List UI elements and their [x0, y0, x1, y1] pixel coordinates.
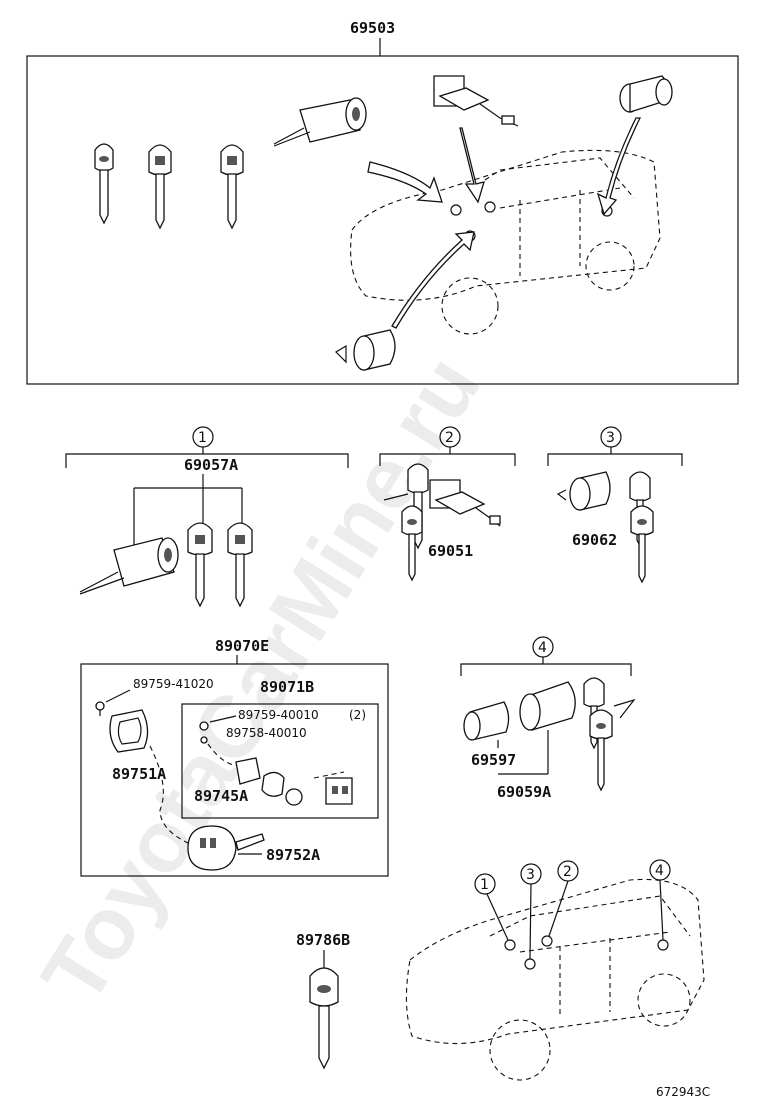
- transmitter-kit-box: [80, 663, 389, 877]
- key-icon: [227, 522, 253, 608]
- callout-2-label: 2: [445, 430, 454, 446]
- arrow-icon: [367, 161, 443, 203]
- label-qty-2: (2): [349, 708, 366, 722]
- callout-3-label: 3: [606, 430, 615, 446]
- case-set-box: [181, 703, 379, 819]
- diagram-code: 672943C: [656, 1085, 710, 1099]
- key-module-icon: [313, 771, 353, 805]
- back-door-cylinder-icon: [619, 75, 673, 113]
- key-icon: [94, 143, 114, 225]
- label-69503[interactable]: 69503: [350, 19, 395, 37]
- vehicle-location-illustration: [405, 878, 705, 1081]
- arrow-icon: [459, 127, 485, 204]
- battery-icon: [285, 788, 303, 806]
- label-69059A[interactable]: 69059A: [497, 783, 551, 801]
- location-callout-3-label: 3: [526, 867, 535, 883]
- label-69057A[interactable]: 69057A: [184, 456, 238, 474]
- label-69062[interactable]: 69062: [572, 531, 617, 549]
- arrow-icon: [391, 231, 475, 329]
- screw-icon: [199, 721, 209, 744]
- label-89759-40010[interactable]: 89759-40010: [238, 708, 319, 722]
- assembly-box: [26, 55, 739, 385]
- key-icon: [401, 505, 423, 582]
- door-cylinder-icon: [556, 471, 611, 511]
- key-icon: [630, 505, 654, 584]
- location-callout-1-label: 1: [480, 877, 489, 893]
- label-89752A[interactable]: 89752A: [266, 846, 320, 864]
- screw-icon: [95, 701, 105, 716]
- location-callout-4-label: 4: [655, 863, 664, 879]
- label-89070E[interactable]: 89070E: [215, 637, 269, 655]
- location-callout-1[interactable]: [474, 873, 496, 895]
- door-lock-icon: [433, 75, 519, 127]
- circuit-board-icon: [235, 757, 261, 785]
- label-89759-41020[interactable]: 89759-41020: [133, 677, 214, 691]
- label-89071B[interactable]: 89071B: [260, 678, 314, 696]
- back-door-cylinder-icon: [463, 681, 576, 741]
- key-icon: [148, 144, 172, 230]
- ignition-cylinder-icon: [273, 97, 367, 147]
- arrow-icon: [596, 117, 642, 216]
- label-89745A[interactable]: 89745A: [194, 787, 248, 805]
- key-icon: [220, 144, 244, 230]
- key-icon: [309, 967, 339, 1070]
- key-icon: [187, 522, 213, 608]
- label-69597[interactable]: 69597: [471, 751, 516, 769]
- glove-box-cylinder-icon: [335, 329, 396, 371]
- label-89758-40010[interactable]: 89758-40010: [226, 726, 307, 740]
- label-69051[interactable]: 69051: [428, 542, 473, 560]
- label-89786B[interactable]: 89786B: [296, 931, 350, 949]
- case-cover-icon: [109, 709, 149, 753]
- label-89751A[interactable]: 89751A: [112, 765, 166, 783]
- key-transmitter-icon: [187, 825, 265, 871]
- battery-holder-icon: [261, 771, 285, 797]
- vehicle-illustration: [350, 149, 661, 335]
- location-callout-2-label: 2: [563, 864, 572, 880]
- key-icon: [589, 709, 613, 792]
- door-lock-icon: [383, 479, 501, 527]
- callout-4-label: 4: [538, 640, 547, 656]
- ignition-cylinder-icon: [79, 537, 179, 595]
- callout-1-label: 1: [198, 430, 207, 446]
